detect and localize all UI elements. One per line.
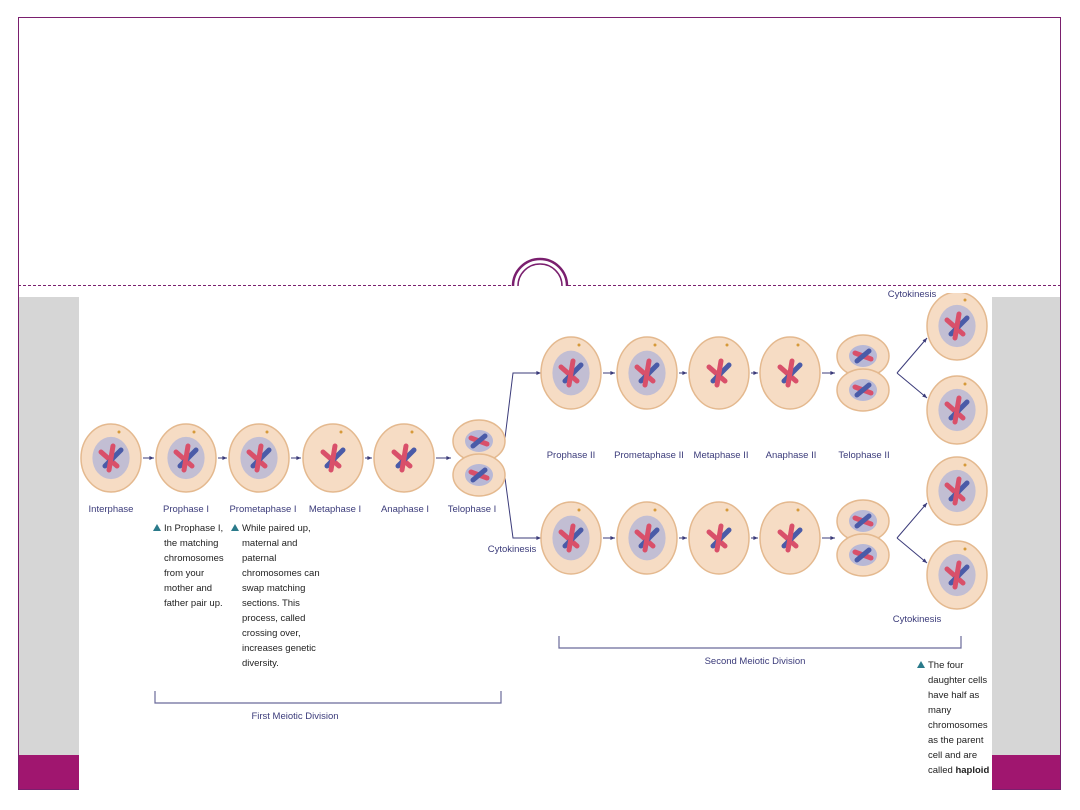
crossing-over-note: While paired up, maternal and paternal c… — [231, 521, 322, 671]
daughter-cells-note: The four daughter cells have half as man… — [917, 658, 996, 778]
cell-metaphase-1 — [302, 423, 364, 493]
stage-label-telophase-2: Telophase II — [838, 450, 890, 461]
cytokinesis-label-top: Cytokinesis — [887, 289, 937, 300]
cell-anaphase-2-top — [759, 336, 821, 410]
meiosis-figure: Interphase Prophase I Prometaphase I Met… — [79, 289, 992, 790]
stage-label-prometaphase-1: Prometaphase I — [229, 504, 297, 515]
right-grey-panel — [992, 297, 1060, 755]
daughter-cell-bottom-1 — [926, 456, 988, 526]
connector-lines — [143, 337, 962, 704]
cell-telophase-2-top — [836, 334, 890, 412]
cell-prophase-2-bottom — [540, 501, 602, 575]
crossing-over-note-text: While paired up, maternal and paternal c… — [242, 523, 320, 669]
stage-label-metaphase-1: Metaphase I — [308, 504, 362, 515]
note-pointer-icon — [231, 524, 239, 531]
stage-label-prophase-1: Prophase I — [163, 504, 209, 515]
cell-telophase-2-bottom — [836, 499, 890, 577]
note-pointer-icon — [153, 524, 161, 531]
stage-label-interphase: Interphase — [88, 504, 134, 515]
meiosis-diagram — [80, 293, 988, 704]
cytokinesis-label-middle: Cytokinesis — [487, 544, 537, 555]
stage-label-telophase-1: Telophase I — [447, 504, 497, 515]
cell-prometaphase-2-bottom — [616, 501, 678, 575]
cell-telophase-1 — [452, 419, 506, 497]
cell-prophase-2-top — [540, 336, 602, 410]
cell-anaphase-2-bottom — [759, 501, 821, 575]
cell-metaphase-2-top — [688, 336, 750, 410]
daughter-cells-note-text: The four daughter cells have half as man… — [928, 660, 988, 776]
cell-metaphase-2-bottom — [688, 501, 750, 575]
daughter-cell-top-1 — [926, 293, 988, 361]
cytokinesis-label-bottom: Cytokinesis — [892, 614, 942, 625]
daughter-cell-bottom-2 — [926, 540, 988, 610]
prophase-note-text: In Prophase I, the matching chromosomes … — [164, 523, 224, 609]
cell-prophase-1 — [155, 423, 217, 493]
second-division-label: Second Meiotic Division — [704, 656, 806, 667]
cell-interphase — [80, 423, 142, 493]
haploid-term: haploid — [955, 765, 990, 776]
first-division-label: First Meiotic Division — [251, 711, 339, 722]
left-grey-panel — [19, 297, 79, 755]
stage-label-anaphase-1: Anaphase I — [380, 504, 430, 515]
stage-label-anaphase-2: Anaphase II — [765, 450, 817, 461]
note-pointer-icon — [917, 661, 925, 668]
stage-label-metaphase-2: Metaphase II — [693, 450, 749, 461]
cell-prometaphase-2-top — [616, 336, 678, 410]
first-division-bracket — [154, 691, 502, 704]
daughter-cell-top-2 — [926, 375, 988, 445]
cells-layer — [80, 293, 988, 610]
stage-label-prometaphase-2: Prometaphase II — [614, 450, 684, 461]
stage-label-prophase-2: Prophase II — [546, 450, 596, 461]
second-division-bracket — [558, 636, 962, 649]
prophase-note: In Prophase I, the matching chromosomes … — [153, 521, 236, 611]
cell-anaphase-1 — [373, 423, 435, 493]
cell-prometaphase-1 — [228, 423, 290, 493]
